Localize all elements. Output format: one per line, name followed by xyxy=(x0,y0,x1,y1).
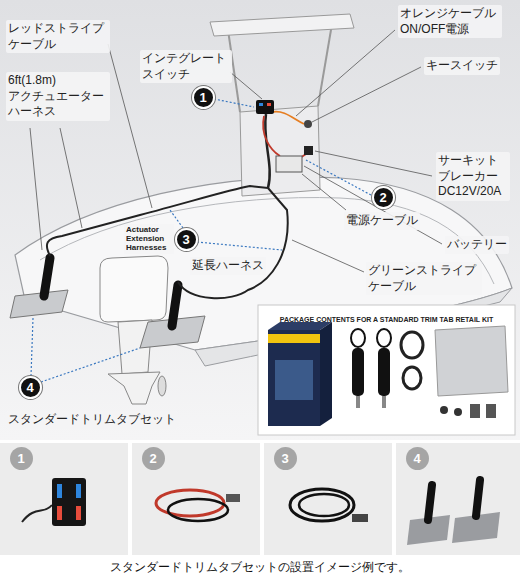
callout-pointer xyxy=(41,348,140,382)
node-text: 4 xyxy=(26,380,33,395)
kit-box-side xyxy=(320,322,332,426)
callout-pointer xyxy=(214,99,254,107)
actuator xyxy=(44,258,50,296)
part-label: Actuator Extension Harnesses xyxy=(124,224,174,254)
callout-number: 1 xyxy=(192,86,215,109)
node-text: 4 xyxy=(413,451,420,466)
node-text: 1 xyxy=(17,451,24,466)
callout-number: 2 xyxy=(372,186,395,209)
kit-cable-coil xyxy=(401,332,423,358)
kit-box xyxy=(268,330,320,426)
switch-icon-led xyxy=(57,484,62,498)
kit-hardware xyxy=(454,408,462,416)
callout-pointer xyxy=(31,318,33,376)
part-label: 延長ハーネス xyxy=(190,257,266,275)
kit-actuator xyxy=(352,348,364,396)
part-label: レッドストライプ ケーブル xyxy=(6,20,110,53)
leader-line xyxy=(292,240,364,272)
kit-cable-coil xyxy=(403,367,421,389)
integrated-switch xyxy=(256,100,274,114)
outboard-cowling xyxy=(100,256,168,322)
part-label: サーキット ブレーカー DC12V/20A xyxy=(436,152,510,201)
callout-number: 4 xyxy=(19,376,42,399)
circuit-breaker xyxy=(304,146,313,155)
bottom-panel xyxy=(396,443,520,555)
power-cable xyxy=(263,116,280,156)
node-text: 2 xyxy=(149,451,156,466)
switch-led xyxy=(267,103,271,106)
switch-led xyxy=(259,103,263,106)
leader-line xyxy=(230,72,262,99)
callout-number: 3 xyxy=(274,447,297,470)
background xyxy=(0,0,520,440)
connector-icon xyxy=(226,494,240,502)
kit-actuator-rod xyxy=(356,396,360,408)
kit-hardware xyxy=(440,406,448,414)
power-cable-icon xyxy=(156,490,224,516)
outboard-lower-unit xyxy=(108,372,160,404)
node-text: 2 xyxy=(379,190,386,205)
part-label: インテグレート スイッチ xyxy=(140,50,232,83)
callout-number: 2 xyxy=(142,447,165,470)
package-panel-bg xyxy=(258,305,515,435)
callout-pointer xyxy=(197,242,282,250)
kit-actuator-rod xyxy=(382,396,386,408)
kit-actuator-cable xyxy=(377,329,391,347)
part-label: スタンダードトリムタブセット xyxy=(6,411,178,429)
package-panel: PACKAGE CONTENTS FOR A STANDARD TRIM TAB… xyxy=(258,305,515,435)
switch-icon xyxy=(52,478,86,526)
node-text: PACKAGE CONTENTS FOR A STANDARD TRIM TAB… xyxy=(280,316,494,324)
figure-caption: スタンダードトリムタブセットの設置イメージ例です。 xyxy=(0,559,520,576)
battery xyxy=(276,156,302,172)
t-top-canopy xyxy=(210,14,354,36)
kit-plate xyxy=(435,326,508,396)
bottom-panel xyxy=(132,443,260,555)
kit-hardware xyxy=(470,404,480,418)
leader-line xyxy=(296,30,395,116)
callout-number: 3 xyxy=(175,228,198,251)
node-text: 3 xyxy=(182,232,189,247)
leader-line xyxy=(30,128,42,250)
leader-line xyxy=(312,67,421,122)
part-label: 電源ケーブル xyxy=(344,212,420,230)
leader-line xyxy=(315,151,432,176)
part-label: オレンジケーブル ON/OFF電源 xyxy=(398,5,502,38)
actuator-icon xyxy=(428,485,432,520)
callout-number: 4 xyxy=(406,447,429,470)
node-text: 3 xyxy=(281,451,288,466)
t-top-pole xyxy=(318,24,332,106)
connector-icon xyxy=(352,514,368,522)
kit-actuator xyxy=(378,348,390,396)
part-label: キースイッチ xyxy=(424,57,500,75)
propeller xyxy=(158,376,166,396)
key-switch xyxy=(304,120,312,128)
kit-box-photo xyxy=(275,360,313,400)
callout-pointer xyxy=(306,160,371,195)
kit-box-band xyxy=(268,334,320,343)
bottom-panel xyxy=(264,443,392,555)
extension-harness-icon xyxy=(299,494,349,516)
part-label: バッテリー xyxy=(445,236,509,254)
switch-cable xyxy=(22,505,52,522)
actuator-icon xyxy=(476,480,480,516)
kit-actuator-cable xyxy=(351,329,365,347)
leader-line xyxy=(302,174,346,210)
console xyxy=(240,106,320,196)
node-text: 1 xyxy=(199,90,206,105)
kit-hardware xyxy=(486,404,496,418)
bottom-panel xyxy=(0,443,128,555)
extension-harness-icon xyxy=(290,489,354,521)
switch-icon-led xyxy=(76,484,81,498)
part-label: グリーンストライプ ケーブル xyxy=(366,262,482,295)
switch-icon-led xyxy=(76,506,81,520)
actuator xyxy=(172,285,178,326)
power-cable-icon xyxy=(168,499,228,521)
main-harness xyxy=(265,114,270,188)
leader-line xyxy=(304,166,442,244)
switch-icon-led xyxy=(57,506,62,520)
leader-line xyxy=(60,128,82,228)
trim-tab-plate xyxy=(10,290,68,318)
callout-number: 1 xyxy=(10,447,33,470)
part-label: 6ft(1.8m) アクチュエーター ハーネス xyxy=(6,72,110,121)
